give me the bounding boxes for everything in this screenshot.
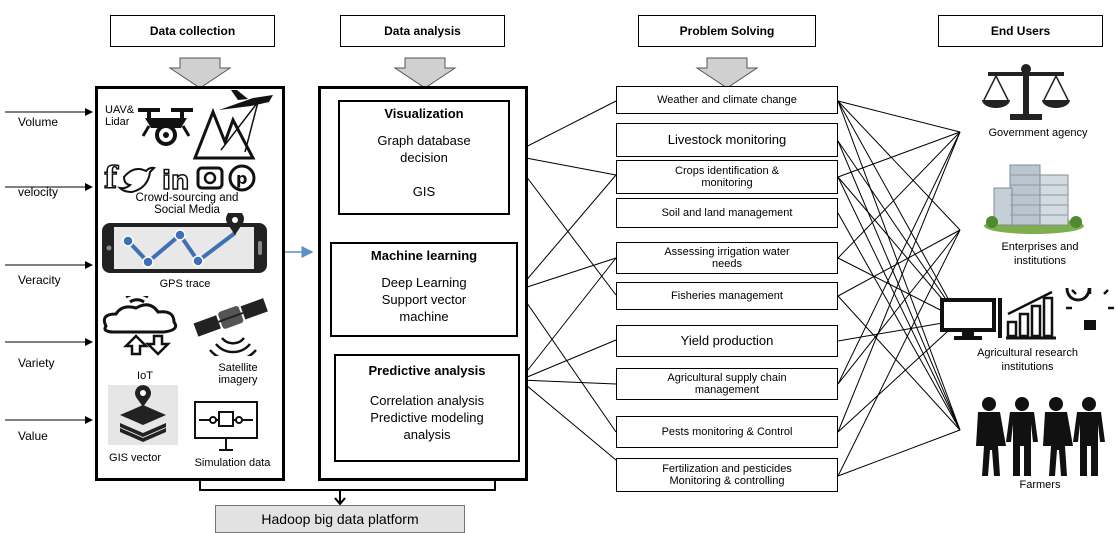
block-arrow-problem [695, 57, 759, 89]
problem-yield: Yield production [616, 325, 838, 357]
header-problem-solving: Problem Solving [638, 15, 816, 47]
problem-pests: Pests monitoring & Control [616, 416, 838, 448]
v-label-velocity: velocity [18, 185, 59, 199]
machine-learning-box: Machine learning Deep Learning Support v… [330, 242, 518, 337]
social-media-label: Crowd-sourcing and Social Media [135, 192, 239, 216]
problem-supply-chain: Agricultural supply chain management [616, 368, 838, 400]
scales-of-justice-icon [982, 64, 1070, 120]
hadoop-platform-box: Hadoop big data platform [215, 505, 465, 533]
problem-soil: Soil and land management [616, 198, 838, 228]
gis-vector-label: GIS vector [109, 452, 161, 464]
drone-lidar-icon [138, 90, 273, 160]
satellite-icon [193, 298, 268, 356]
simulation-label: Simulation data [194, 457, 271, 469]
problem-weather: Weather and climate change [616, 86, 838, 114]
research-icons [940, 288, 1114, 340]
farmers-people-icon [976, 397, 1105, 476]
v-arrows [5, 108, 93, 424]
analysis-problem-lines [509, 100, 617, 461]
block-arrow-analysis [393, 57, 457, 89]
hadoop-bracket [199, 481, 496, 502]
end-user-farmers: Farmers [1019, 479, 1061, 491]
problem-livestock: Livestock monitoring [616, 123, 838, 157]
header-data-collection: Data collection [110, 15, 275, 47]
problem-crops: Crops identification & monitoring [616, 160, 838, 194]
visualization-body: Graph database decision GIS [377, 133, 471, 199]
visualization-title: Visualization [384, 106, 464, 121]
svg-text:p: p [236, 169, 247, 188]
predictive-body: Correlation analysis Predictive modeling… [369, 393, 485, 442]
ml-body: Deep Learning Support vector machine [381, 275, 467, 324]
end-user-government: Government agency [988, 127, 1088, 139]
problem-fertilization: Fertilization and pesticides Monitoring … [616, 458, 838, 492]
gis-vector-icon [108, 385, 178, 445]
satellite-label: Satellite imagery [218, 362, 258, 386]
svg-text:f: f [104, 163, 119, 193]
simulation-icon [194, 401, 258, 451]
v-label-veracity: Veracity [18, 273, 61, 287]
problem-user-lines [837, 100, 961, 477]
v-label-value: Value [18, 429, 48, 443]
v-label-variety: Variety [18, 356, 55, 370]
social-media-icons: f in p [103, 163, 256, 193]
iot-label: IoT [137, 370, 153, 382]
predictive-analysis-box: Predictive analysis Correlation analysis… [334, 354, 520, 462]
ml-title: Machine learning [370, 248, 478, 263]
block-arrow-collection [168, 57, 232, 89]
visualization-box: Visualization Graph database decision GI… [338, 100, 510, 215]
problem-irrigation: Assessing irrigation water needs [616, 242, 838, 274]
v-label-volume: Volume [18, 115, 59, 129]
end-user-enterprises: Enterprises and institutions [1001, 241, 1079, 267]
gps-phone-icon [102, 213, 267, 273]
iot-cloud-icon [102, 296, 178, 356]
uav-lidar-label: UAV& Lidar [105, 104, 135, 128]
header-data-analysis: Data analysis [340, 15, 505, 47]
header-end-users: End Users [938, 15, 1103, 47]
end-user-research: Agricultural research institutions [977, 347, 1078, 373]
predictive-title: Predictive analysis [368, 363, 486, 378]
svg-text:in: in [162, 166, 189, 193]
enterprise-buildings-icon [984, 164, 1084, 234]
problem-fisheries: Fisheries management [616, 282, 838, 310]
gps-trace-label: GPS trace [159, 278, 211, 290]
